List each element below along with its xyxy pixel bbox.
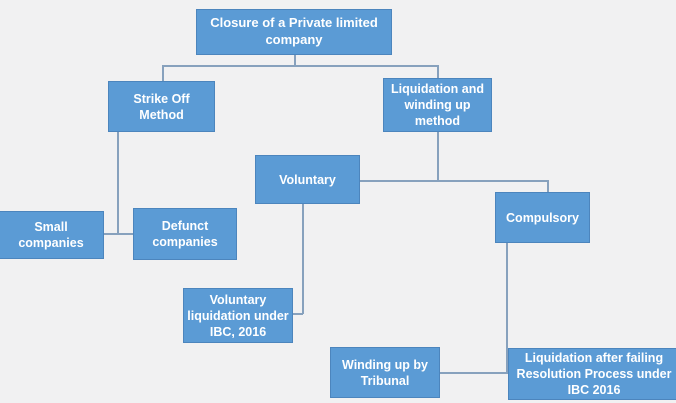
connector-top-split: [162, 65, 439, 67]
node-compulsory: Compulsory: [495, 192, 590, 243]
connector-to-liquidation-winding: [437, 65, 439, 79]
connector-closure-down: [294, 55, 296, 66]
connector-voluntary-compulsory: [359, 180, 548, 182]
connector-to-winding-up-tribunal: [439, 372, 507, 374]
node-defunct-companies: Defunct companies: [133, 208, 237, 260]
node-liquidation-after-failing: Liquidation after failing Resolution Pro…: [508, 348, 676, 400]
connector-compulsory-down: [506, 242, 508, 374]
node-closure: Closure of a Private limited company: [196, 9, 392, 55]
connector-to-strike-off: [162, 65, 164, 82]
node-small-companies: Small companies: [0, 211, 104, 259]
node-voluntary: Voluntary: [255, 155, 360, 204]
node-winding-up-tribunal: Winding up by Tribunal: [330, 347, 440, 398]
connector-strike-off-down: [117, 131, 119, 234]
connector-small-defunct: [103, 233, 134, 235]
node-voluntary-liquidation-ibc: Voluntary liquidation under IBC, 2016: [183, 288, 293, 343]
connector-to-compulsory: [547, 180, 549, 193]
node-liquidation-winding: Liquidation and winding up method: [383, 78, 492, 132]
connector-voluntary-down: [302, 203, 304, 314]
connector-to-voluntary-liquidation: [292, 313, 303, 315]
node-strike-off: Strike Off Method: [108, 81, 215, 132]
connector-liquidation-down: [437, 131, 439, 181]
